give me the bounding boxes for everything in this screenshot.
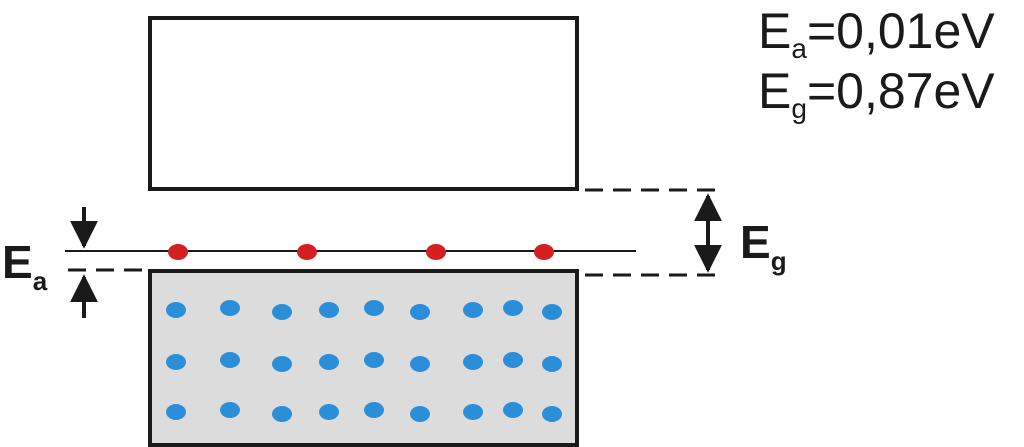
valence-dot: [410, 304, 430, 320]
valence-dot: [364, 402, 384, 418]
valence-dot: [364, 300, 384, 316]
acceptor-dot: [534, 244, 554, 260]
valence-dot: [220, 300, 240, 316]
valence-dot: [410, 406, 430, 422]
valence-dot: [503, 300, 523, 316]
valence-dot: [319, 404, 339, 420]
ea-value-text: Ea=0,01eV: [758, 3, 995, 64]
valence-dot: [272, 406, 292, 422]
valence-dot: [503, 352, 523, 368]
valence-dot: [463, 354, 483, 370]
valence-dot: [220, 402, 240, 418]
valence-electron-dots: [166, 300, 562, 422]
eg-label: Eg: [740, 216, 787, 276]
valence-dot: [272, 304, 292, 320]
valence-dot: [166, 404, 186, 420]
valence-dot: [319, 354, 339, 370]
valence-dot: [166, 354, 186, 370]
ea-label: Ea: [2, 236, 48, 296]
valence-dot: [542, 356, 562, 372]
valence-dot: [542, 406, 562, 422]
acceptor-dot: [168, 244, 188, 260]
eg-value-text: Eg=0,87eV: [758, 63, 995, 124]
acceptor-dots: [168, 244, 554, 260]
valence-dot: [272, 356, 292, 372]
valence-dot: [319, 302, 339, 318]
valence-dot: [410, 356, 430, 372]
acceptor-dot: [297, 244, 317, 260]
valence-dot: [364, 352, 384, 368]
acceptor-dot: [426, 244, 446, 260]
valence-dot: [463, 404, 483, 420]
valence-dot: [166, 302, 186, 318]
valence-dot: [542, 304, 562, 320]
conduction-band: [148, 16, 579, 191]
valence-dot: [463, 302, 483, 318]
valence-dot: [503, 402, 523, 418]
valence-dot: [220, 352, 240, 368]
